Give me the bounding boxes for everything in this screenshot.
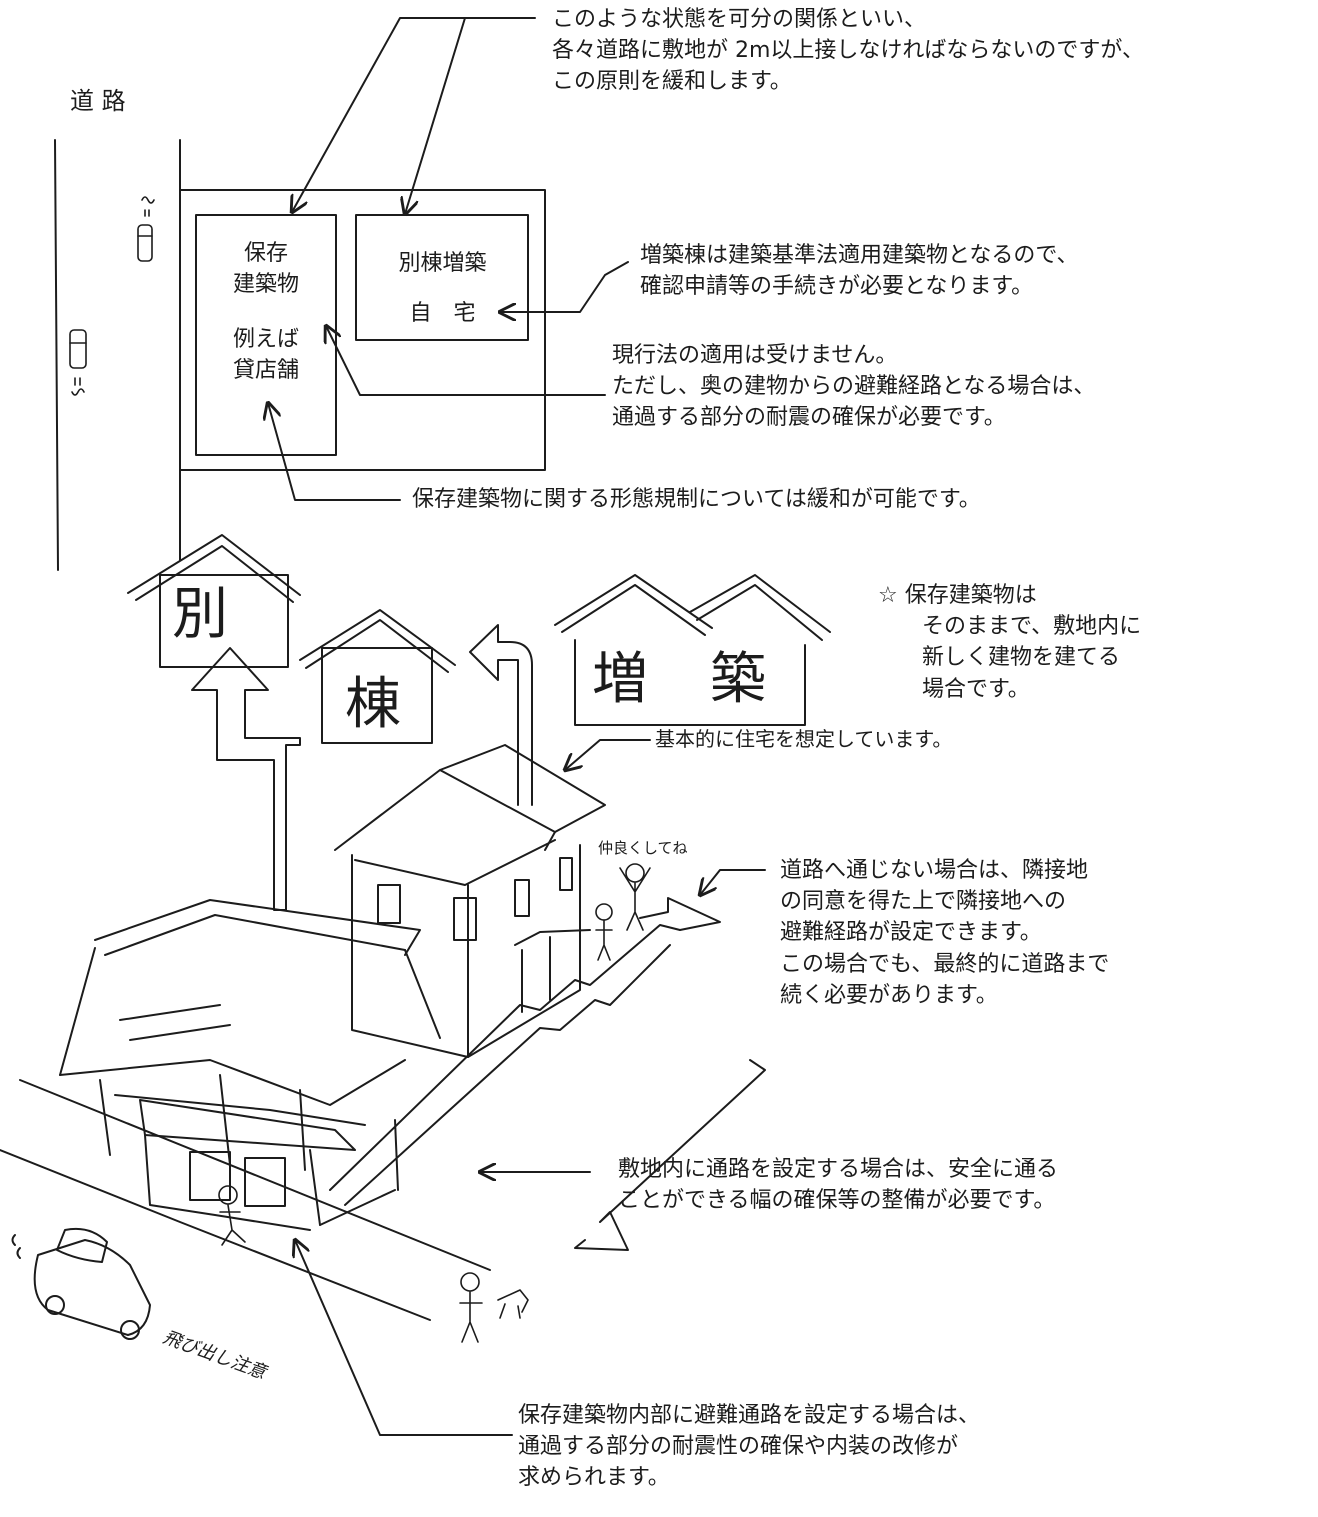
note-line: 保存建築物に関する形態規制については緩和が可能です。: [412, 487, 981, 512]
note-line: 増築棟は建築基準法適用建築物となるので、: [640, 243, 1079, 268]
label-line: 建築物: [232, 272, 299, 298]
arrow-icon: [500, 261, 629, 312]
current-law-note: 現行法の適用は受けません。 ただし、奥の建物からの避難経路となる場合は、 通過す…: [612, 340, 1095, 434]
note-line: 通過する部分の耐震性の確保や内装の改修が: [518, 1434, 959, 1460]
house-icon: [127, 534, 301, 668]
note-line: 求められます。: [518, 1465, 670, 1491]
note-line: このような状態を可分の関係といい、: [552, 7, 927, 32]
star-note: ☆ 保存建築物は そのままで、敷地内に 新しく建物を建てる 場合です。: [878, 580, 1141, 705]
top-note: このような状態を可分の関係といい、 各々道路に敷地が 2m以上接しなければならな…: [552, 4, 1144, 98]
note-line: 場合です。: [922, 676, 1030, 702]
note-line: 基本的に住宅を想定しています。: [655, 727, 953, 751]
arrow-icon: [326, 326, 606, 396]
internal-route-note: 保存建築物内部に避難通路を設定する場合は、 通過する部分の耐震性の確保や内装の改…: [518, 1400, 980, 1494]
arrow-icon: [268, 403, 401, 501]
preserved-example-label: 例えば 貸店舗: [205, 324, 327, 386]
arrow-icon: [405, 17, 466, 214]
note-line: 確認申請等の手続きが必要となります。: [640, 274, 1034, 300]
road-edge-line: [0, 1149, 431, 1321]
arrow-icon: [469, 624, 533, 806]
label-line: 自 宅: [409, 301, 476, 326]
road-edge-line: [54, 139, 59, 571]
big-char-zou: 増: [592, 647, 648, 712]
person-icon: [459, 1272, 483, 1343]
car-icon: [69, 329, 87, 396]
arrow-icon: [191, 647, 301, 911]
house-icon: [554, 574, 831, 726]
note-line: ☆ 保存建築物は: [878, 583, 1037, 608]
arrow-icon: [639, 897, 721, 931]
storehouse-icon: [59, 899, 441, 1231]
arrow-icon: [292, 17, 536, 212]
arrow-icon: [574, 1059, 766, 1251]
house-note: 基本的に住宅を想定しています。: [655, 725, 952, 753]
note-line: ことができる幅の確保等の整備が必要です。: [618, 1188, 1056, 1214]
car-icon: [11, 1227, 151, 1340]
note-line: 続く必要があります。: [780, 982, 998, 1008]
site-boundary: [179, 189, 546, 471]
note-line: 通過する部分の耐震の確保が必要です。: [612, 405, 1006, 431]
note-line: 新しく建物を建てる: [922, 645, 1121, 671]
neighbor-note: 道路へ通じない場合は、隣接地 の同意を得た上で隣接地への 避難経路が設定できます…: [780, 855, 1109, 1011]
site-plan: [54, 139, 546, 571]
person-icon: [218, 1185, 246, 1246]
label-line: 例えば: [232, 327, 299, 352]
note-line: 仲良くしてね: [598, 839, 688, 857]
note-line: 各々道路に敷地が 2m以上接しなければならないのですが、: [552, 38, 1144, 64]
arrow-icon: [700, 869, 766, 895]
note-line: そのままで、敷地内に: [922, 614, 1142, 640]
annex-note: 増築棟は建築基準法適用建築物となるので、 確認申請等の手続きが必要となります。: [640, 240, 1078, 302]
preserved-building-label: 保存 建築物: [205, 238, 327, 300]
note-line: 道路へ通じない場合は、隣接地: [780, 858, 1089, 883]
note-line: 避難経路が設定できます。: [780, 920, 1042, 946]
note-line: この場合でも、最終的に道路まで: [780, 951, 1110, 977]
note-line: ただし、奥の建物からの避難経路となる場合は、: [612, 374, 1096, 400]
label-line: 貸店舗: [232, 358, 299, 384]
annex-building-label: 別棟増築: [360, 248, 525, 279]
annex-home-label: 自 宅: [360, 298, 525, 329]
annex-building-box: [355, 214, 529, 341]
house-icon: [334, 744, 606, 1058]
note-line: 保存建築物内部に避難通路を設定する場合は、: [518, 1403, 981, 1428]
dog-icon: [497, 1289, 529, 1319]
big-char-chiku: 築: [710, 647, 766, 712]
arrow-icon: [295, 1240, 513, 1436]
car-icon: [137, 196, 155, 262]
house-icon: [299, 609, 456, 744]
note-line: 現行法の適用は受けません。: [612, 343, 898, 368]
road-edge-line: [19, 1079, 491, 1271]
big-char-betsu: 別: [172, 582, 228, 647]
road-label: 道 路: [70, 87, 126, 115]
note-line: の同意を得た上で隣接地への: [780, 889, 1067, 915]
arrow-icon: [565, 739, 651, 770]
note-line: 敷地内に通路を設定する場合は、安全に通る: [618, 1157, 1059, 1182]
note-line: この原則を緩和します。: [552, 69, 792, 95]
form-regulation-note: 保存建築物に関する形態規制については緩和が可能です。: [412, 484, 981, 515]
label-line: 別棟増築: [398, 251, 487, 276]
friendly-speech: 仲良くしてね: [598, 838, 688, 859]
passage-note: 敷地内に通路を設定する場合は、安全に通る ことができる幅の確保等の整備が必要です…: [618, 1154, 1058, 1216]
person-icon: [619, 863, 651, 931]
label-line: 保存: [243, 241, 288, 266]
big-char-tou: 棟: [345, 672, 401, 737]
person-icon: [595, 903, 613, 961]
